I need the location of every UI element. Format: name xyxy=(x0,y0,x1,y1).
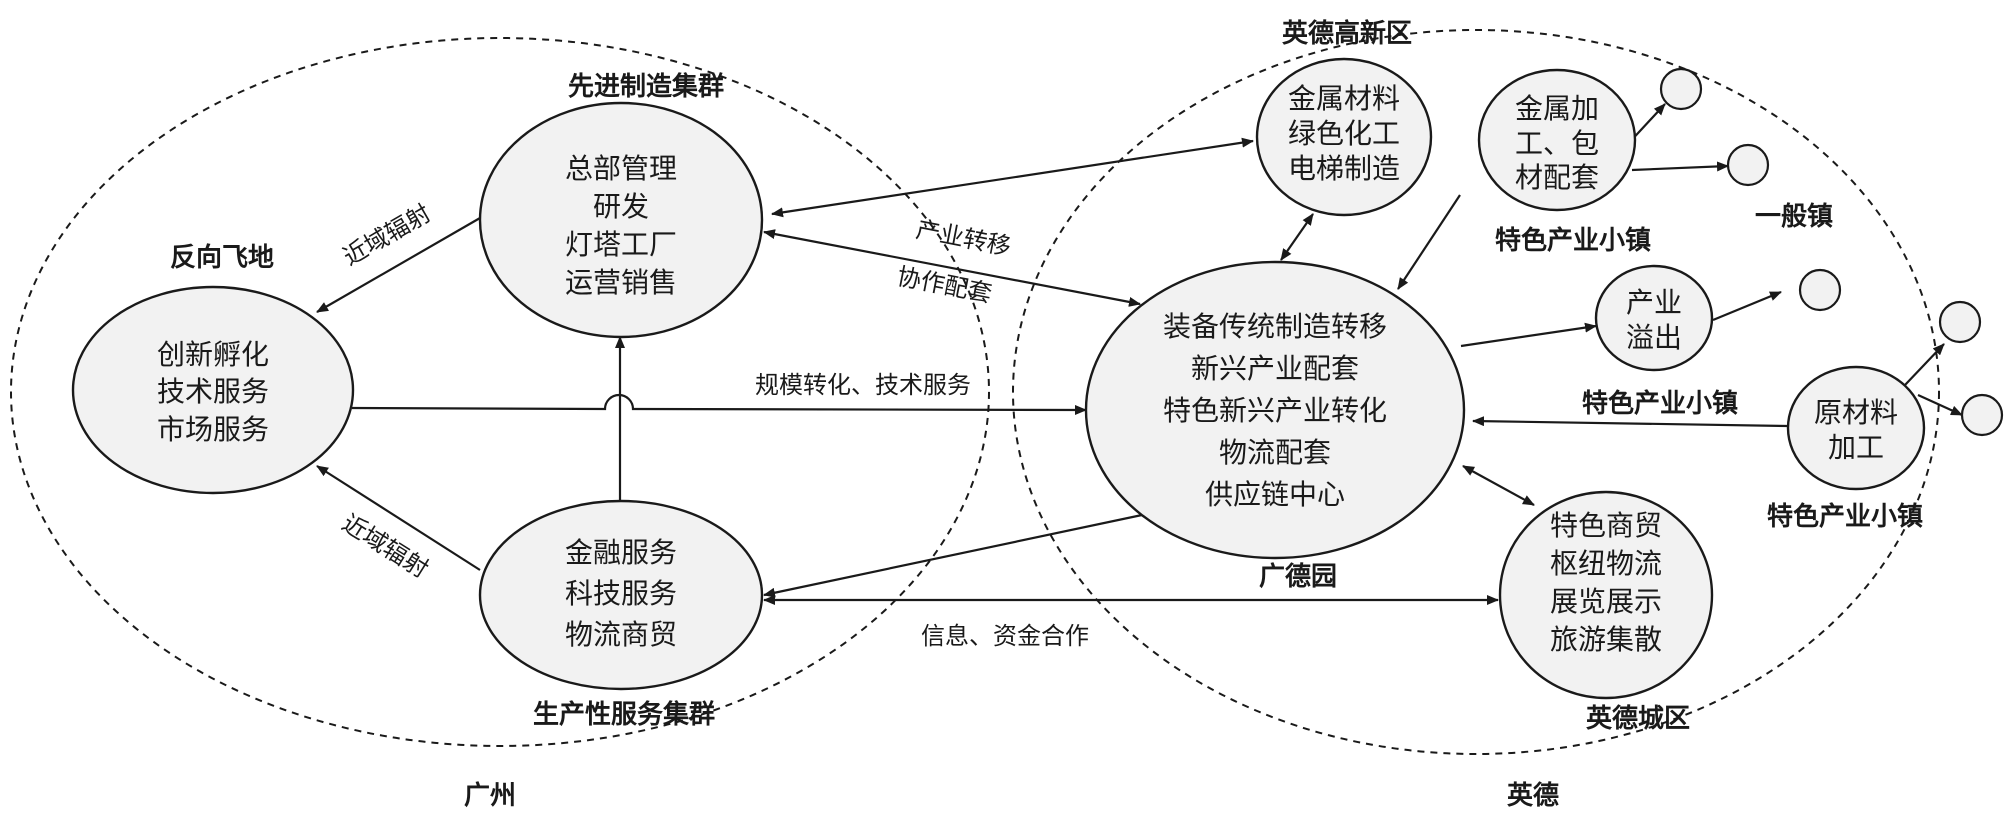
svg-text:创新孵化: 创新孵化 xyxy=(157,338,269,371)
finance-text: 金融服务 科技服务 物流商贸 xyxy=(565,536,677,651)
svg-text:原材料: 原材料 xyxy=(1814,396,1898,429)
spill-text: 产业 溢出 xyxy=(1626,286,1682,354)
svg-text:市场服务: 市场服务 xyxy=(157,413,269,446)
node-hq xyxy=(478,101,764,339)
label-reverse-enclave: 反向飞地 xyxy=(170,242,274,273)
metal-text: 金属加 工、包 材配套 xyxy=(1515,92,1599,194)
edge-raw-to-guangde xyxy=(1472,416,1789,428)
label-producer-services: 生产性服务集群 xyxy=(533,699,715,730)
label-town-a: 特色产业小镇 xyxy=(1495,225,1651,256)
edge-label-scale: 规模转化、技术服务 xyxy=(755,371,971,399)
edge-guangde-city xyxy=(1462,465,1535,506)
svg-text:特色新兴产业转化: 特色新兴产业转化 xyxy=(1163,394,1387,427)
node-guangde xyxy=(1084,260,1466,560)
edge-guangde-hitech xyxy=(1280,213,1314,261)
node-raw xyxy=(1786,365,1926,491)
edge-innovation-to-guangde xyxy=(351,393,1087,415)
label-guangde-park: 广德园 xyxy=(1259,562,1337,592)
svg-text:研发: 研发 xyxy=(593,190,649,223)
svg-text:金属材料: 金属材料 xyxy=(1288,82,1400,115)
edge-spill-to-small xyxy=(1712,290,1782,322)
edge-hq-guangde xyxy=(763,229,1141,307)
edge-hq-to-innovation xyxy=(316,217,481,313)
label-general-town: 一般镇 xyxy=(1755,202,1833,232)
city-text: 特色商贸 枢纽物流 展览展示 旅游集散 xyxy=(1550,509,1662,656)
hitech-text: 金属材料 绿色化工 电梯制造 xyxy=(1288,82,1400,185)
svg-text:金融服务: 金融服务 xyxy=(565,536,677,569)
edge-guangde-to-finance xyxy=(763,513,1143,598)
edge-label-info: 信息、资金合作 xyxy=(921,622,1089,650)
edge-raw-to-small1 xyxy=(1904,343,1945,386)
svg-text:装备传统制造转移: 装备传统制造转移 xyxy=(1163,310,1387,343)
svg-text:工、包: 工、包 xyxy=(1515,127,1599,160)
edge-metal-to-guangde xyxy=(1397,194,1461,290)
node-spill xyxy=(1594,264,1714,372)
edge-label-transfer: 产业转移 xyxy=(914,215,1014,261)
small-node-1 xyxy=(1659,67,1703,111)
edge-finance-to-innovation xyxy=(316,465,481,571)
node-city xyxy=(1498,490,1714,700)
edge-label-cooperation: 协作配套 xyxy=(895,262,995,308)
node-innovation xyxy=(71,285,355,495)
small-node-2 xyxy=(1726,143,1770,187)
innovation-text: 创新孵化 技术服务 市场服务 xyxy=(157,338,269,446)
guangde-text: 装备传统制造转移 新兴产业配套 特色新兴产业转化 物流配套 供应链中心 xyxy=(1163,310,1387,511)
label-yingde-hitech: 英德高新区 xyxy=(1282,18,1412,49)
svg-text:旅游集散: 旅游集散 xyxy=(1550,623,1662,656)
svg-text:科技服务: 科技服务 xyxy=(565,577,677,610)
guangzhou-region xyxy=(10,37,990,747)
svg-text:加工: 加工 xyxy=(1828,431,1884,464)
node-hitech xyxy=(1255,57,1433,217)
edge-hq-hitech xyxy=(771,137,1254,218)
label-town-b: 特色产业小镇 xyxy=(1582,388,1738,419)
label-town-c: 特色产业小镇 xyxy=(1767,501,1923,532)
edge-raw-to-small2 xyxy=(1917,393,1963,417)
svg-text:物流商贸: 物流商贸 xyxy=(565,618,677,651)
svg-text:电梯制造: 电梯制造 xyxy=(1288,152,1400,185)
edge-label-near-radiation-bottom: 近域辐射 xyxy=(337,509,433,584)
label-yingde: 英德 xyxy=(1507,781,1559,811)
small-node-5 xyxy=(1960,393,2004,437)
small-node-4 xyxy=(1938,300,1982,344)
node-metal xyxy=(1477,68,1637,212)
svg-text:供应链中心: 供应链中心 xyxy=(1205,478,1345,511)
svg-text:总部管理: 总部管理 xyxy=(565,152,677,185)
svg-text:绿色化工: 绿色化工 xyxy=(1288,117,1400,150)
svg-text:溢出: 溢出 xyxy=(1626,321,1682,354)
svg-text:枢纽物流: 枢纽物流 xyxy=(1550,547,1662,580)
small-node-3 xyxy=(1798,268,1842,312)
svg-text:特色商贸: 特色商贸 xyxy=(1550,509,1662,542)
edge-guangde-to-spill xyxy=(1460,322,1597,348)
yingde-region xyxy=(1012,29,1940,755)
raw-text: 原材料 加工 xyxy=(1814,396,1898,464)
svg-text:物流配套: 物流配套 xyxy=(1219,436,1331,469)
edge-label-near-radiation-top: 近域辐射 xyxy=(338,199,435,271)
svg-text:金属加: 金属加 xyxy=(1515,92,1599,125)
hq-text: 总部管理 研发 灯塔工厂 运营销售 xyxy=(565,152,677,299)
svg-text:材配套: 材配套 xyxy=(1515,161,1599,194)
label-yingde-city: 英德城区 xyxy=(1586,704,1690,734)
svg-text:技术服务: 技术服务 xyxy=(157,375,269,408)
label-advanced-manufacturing: 先进制造集群 xyxy=(568,71,724,102)
svg-text:展览展示: 展览展示 xyxy=(1550,585,1662,618)
svg-text:灯塔工厂: 灯塔工厂 xyxy=(565,228,677,261)
svg-text:新兴产业配套: 新兴产业配套 xyxy=(1191,352,1359,385)
edge-metal-to-small2 xyxy=(1631,161,1729,172)
svg-text:产业: 产业 xyxy=(1626,286,1682,319)
label-guangzhou: 广州 xyxy=(464,781,516,811)
svg-text:运营销售: 运营销售 xyxy=(565,266,677,299)
node-finance xyxy=(478,499,764,691)
